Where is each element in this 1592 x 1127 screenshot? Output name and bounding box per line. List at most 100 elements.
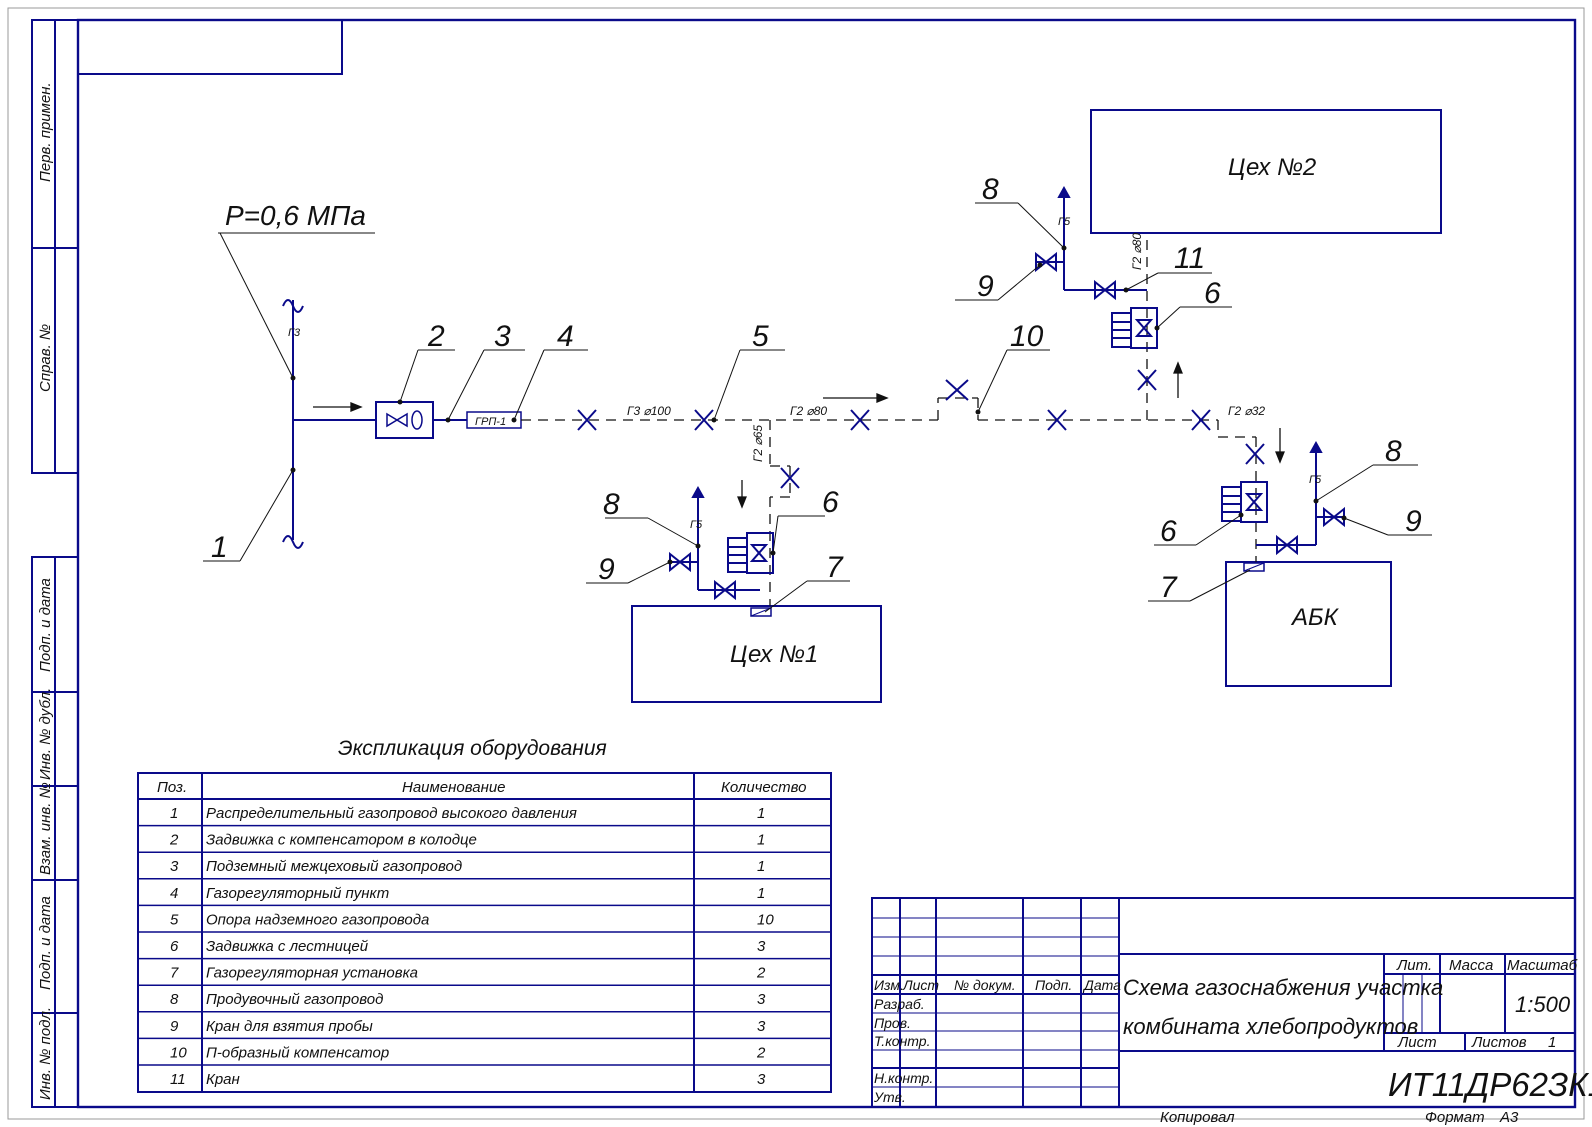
row-qty: 10 <box>757 911 774 928</box>
row-name: Кран для взятия пробы <box>206 1018 373 1035</box>
pressure-label: P=0,6 МПа <box>225 200 366 231</box>
explication-title: Экспликация оборудования <box>338 737 607 760</box>
valve-with-ladder-abk <box>1221 481 1268 523</box>
side-label-sprav: Справ. № <box>37 324 54 392</box>
col-pos: Поз. <box>157 779 187 796</box>
row-name: Кран <box>206 1071 240 1088</box>
callout-7-abk: 7 <box>1160 571 1178 604</box>
callout-4: 4 <box>557 320 574 353</box>
pipe-supports <box>577 369 1265 489</box>
row-pos: 8 <box>170 991 179 1008</box>
callout-5: 5 <box>752 320 769 353</box>
distribution-gas-main <box>282 299 467 549</box>
col-name: Наименование <box>402 779 506 796</box>
row-qty: 3 <box>757 1071 766 1088</box>
building-abk: АБК <box>1225 561 1392 687</box>
row-pos: 10 <box>170 1044 187 1061</box>
tb-sheet: Лист <box>1397 1034 1437 1051</box>
pipe-label-g3-vertical: Г3 <box>288 327 301 339</box>
drawing-code: ИТ11ДР62ЗК1 <box>1388 1066 1592 1103</box>
explication-header: Поз. Наименование Количество <box>157 779 806 796</box>
pipe-label-g5-left: Г5 <box>690 519 703 531</box>
callout-10: 10 <box>1010 320 1044 353</box>
row-qty: 3 <box>757 1018 766 1035</box>
building-abk-label: АБК <box>1290 604 1340 631</box>
tb-data: Дата <box>1082 977 1121 993</box>
tb-sheets-count: 1 <box>1548 1034 1556 1051</box>
pipe-label-g5-top: Г5 <box>1058 216 1071 228</box>
underground-pipeline <box>521 233 1257 606</box>
title-block-texts: Изм. Лист № докум. Подп. Дата Разраб. Пр… <box>873 957 1578 1105</box>
row-qty: 1 <box>757 832 765 849</box>
pipe-label-g5-right: Г5 <box>1309 474 1322 486</box>
row-pos: 1 <box>170 805 178 822</box>
side-label-podp2: Подп. и дата <box>37 896 54 990</box>
callout-6-shop1: 6 <box>822 486 839 519</box>
callout-2: 2 <box>427 320 445 353</box>
pipe-label-g2-d80-vertical: Г2 ⌀80 <box>1130 233 1144 270</box>
drawing-title-line2: комбината хлебопродуктов <box>1123 1014 1418 1039</box>
u-compensator <box>945 379 969 401</box>
callout-3: 3 <box>494 320 511 353</box>
building-shop-2-label: Цех №2 <box>1228 154 1316 181</box>
tb-podp: Подп. <box>1035 977 1072 993</box>
callout-1: 1 <box>211 531 228 564</box>
tb-nkontr: Н.контр. <box>874 1070 933 1086</box>
pipe-label-g3-d100: Г3 ⌀100 <box>627 404 671 418</box>
drawing-title-line1: Схема газоснабжения участка <box>1123 975 1443 1000</box>
row-pos: 9 <box>170 1018 179 1035</box>
title-block <box>871 897 1576 1108</box>
tb-izm: Изм. <box>874 977 904 993</box>
callout-9-shop1: 9 <box>598 553 615 586</box>
tb-tkontr: Т.контр. <box>874 1033 930 1049</box>
row-qty: 2 <box>756 1044 766 1061</box>
building-shop-1-label: Цех №1 <box>730 641 818 668</box>
row-name: Задвижка с лестницей <box>206 938 369 955</box>
row-pos: 2 <box>169 832 179 849</box>
tb-scale: 1:500 <box>1515 992 1571 1017</box>
drawing-frame: Перв. примен. Справ. № Подп. и дата Инв.… <box>7 7 1585 1120</box>
side-label-podp1: Подп. и дата <box>37 578 54 672</box>
row-qty: 3 <box>757 938 766 955</box>
side-label-inv-podl: Инв. № подл. <box>37 1007 54 1100</box>
copied-label: Копировал <box>1160 1109 1235 1126</box>
tb-prov: Пров. <box>874 1015 911 1031</box>
row-name: Опора надземного газопровода <box>206 911 429 928</box>
callout-6-abk: 6 <box>1160 515 1177 548</box>
gas-regulating-unit-abk <box>1243 562 1265 572</box>
grp-label: ГРП-1 <box>475 416 506 428</box>
side-label-inv-dubl: Инв. № дубл. <box>37 688 54 780</box>
purge-line-shop2 <box>1035 185 1147 301</box>
tb-massa: Масса <box>1449 957 1493 974</box>
tb-sheets: Листов <box>1471 1034 1527 1051</box>
row-qty: 1 <box>757 858 765 875</box>
callout-9-shop2: 9 <box>977 270 994 303</box>
row-name: Газорегуляторный пункт <box>206 885 389 902</box>
row-name: Задвижка с компенсатором в колодце <box>206 832 477 849</box>
pipe-label-g2-d80-main: Г2 ⌀80 <box>790 404 827 418</box>
tb-list: Лист <box>902 977 939 993</box>
format-label: Формат <box>1425 1109 1485 1126</box>
tb-razrab: Разраб. <box>874 996 925 1012</box>
row-qty: 1 <box>757 885 765 902</box>
valve-with-compensator <box>375 401 434 439</box>
col-qty: Количество <box>721 779 806 796</box>
row-pos: 6 <box>170 938 179 955</box>
gas-regulating-unit-shop1 <box>750 607 772 617</box>
row-qty: 1 <box>757 805 765 822</box>
building-shop-1: Цех №1 <box>631 605 882 703</box>
row-name: Подземный межцеховый газопровод <box>206 858 462 875</box>
callout-leaders <box>203 202 1432 613</box>
pipe-label-g2-d32: Г2 ⌀32 <box>1228 404 1265 418</box>
callout-8-shop1: 8 <box>603 488 620 521</box>
row-qty: 2 <box>756 965 766 982</box>
valve-with-ladder-shop1 <box>727 532 774 574</box>
row-name: Газорегуляторная установка <box>206 965 418 982</box>
row-name: Продувочный газопровод <box>206 991 383 1008</box>
format-value: А3 <box>1499 1109 1519 1126</box>
tb-doc: № докум. <box>954 977 1016 993</box>
row-pos: 11 <box>170 1071 186 1088</box>
side-label-perv: Перв. примен. <box>37 82 54 182</box>
